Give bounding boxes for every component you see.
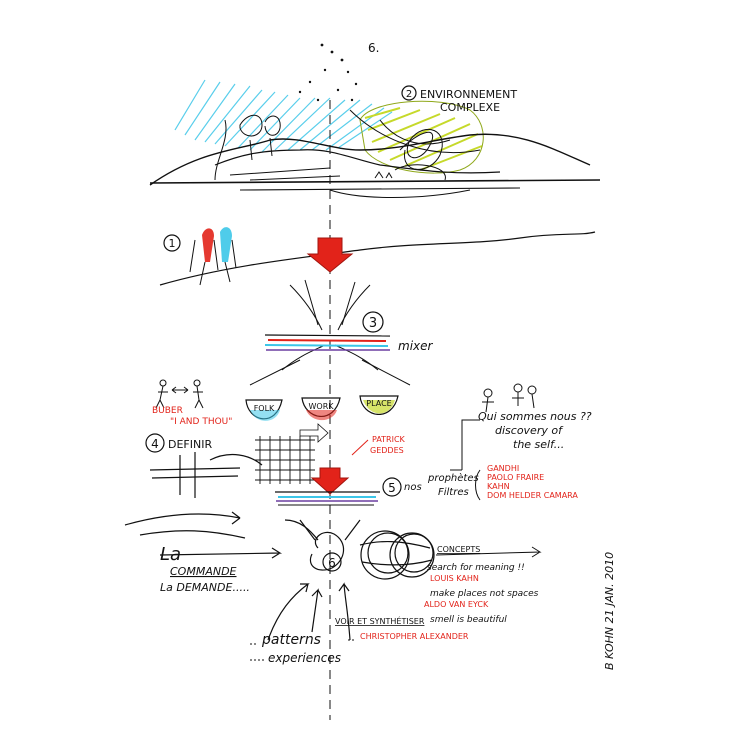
down-arrow-red-1 [306, 237, 354, 273]
question-line-2: discovery of [495, 424, 564, 437]
vegetation-outline [359, 100, 484, 174]
definition-cross-sketch [149, 452, 263, 498]
voir-synthetiser: VOIR ET SYNTHÉTISER [335, 615, 425, 626]
question-line-3: the self... [513, 438, 564, 451]
step-1-number: 1 [169, 237, 176, 250]
step-6-circle [322, 552, 342, 572]
cup-work-label: WORK [308, 402, 334, 411]
step-5-circle [382, 477, 402, 497]
concepts-line-1: search for meaning !! [427, 563, 525, 573]
concepts-title: CONCEPTS [437, 545, 480, 554]
sky-dots [298, 43, 358, 102]
environment-line-2: COMPLEXE [440, 101, 500, 114]
top-number: 6. [368, 41, 379, 55]
mixer-label: mixer [398, 339, 434, 353]
vegetation-hatch [364, 107, 483, 171]
water-strokes [229, 167, 471, 198]
patterns-author: CHRISTOPHER ALEXANDER [360, 632, 469, 641]
prophets-word: prophètes [427, 472, 479, 484]
step-1-circle [163, 234, 181, 252]
boundary-line [159, 231, 596, 286]
concepts-line-2: make places not spaces [430, 589, 539, 599]
tree-scribble [349, 109, 481, 181]
prophet-3: KAHN [487, 482, 510, 491]
patterns-word: patterns [261, 632, 321, 648]
step-3-circle [362, 311, 384, 333]
boats [374, 171, 393, 179]
concepts-arrow [435, 546, 542, 558]
prophets-filtres: Filtres [438, 487, 469, 498]
concept-loops [309, 530, 435, 580]
commande-arrows [124, 511, 319, 559]
funnel-lines [249, 279, 411, 386]
prophet-1: GANDHI [487, 464, 519, 473]
step-4-circle [145, 433, 165, 453]
prophet-2: PAOLO FRAIRE [487, 473, 544, 482]
concepts-author-1: LOUIS KAHN [430, 574, 479, 583]
person-cyan [220, 227, 232, 262]
mixer-bands [264, 334, 391, 351]
definition-label: DEFINIR [168, 438, 212, 451]
step-2-circle [401, 85, 417, 101]
signature: B KOHN 21 JAN. 2010 [603, 552, 616, 670]
commande-la: La [160, 544, 181, 565]
commande-word: COMMANDE [170, 565, 237, 578]
cup-place-label: PLACE [366, 399, 391, 408]
person-red [202, 228, 214, 262]
step-4-number: 4 [151, 437, 159, 451]
left-trees [214, 114, 281, 181]
down-arrow-red-2 [310, 467, 350, 495]
step-3-number: 3 [369, 316, 377, 331]
mountain-ridge [149, 133, 591, 186]
geddes-pointer [351, 439, 369, 456]
patterns-dots [250, 639, 356, 645]
sky-hatch [174, 79, 393, 153]
buber-figures [155, 379, 204, 409]
geddes-last: GEDDES [370, 446, 404, 455]
step-6-number: 6 [328, 556, 336, 570]
prophets-bracket [450, 419, 480, 471]
cups [245, 395, 399, 421]
horizon-line [149, 179, 601, 184]
step-5-number: 5 [388, 481, 396, 495]
grid-arrow [299, 423, 329, 443]
environment-sketch [149, 43, 601, 198]
horizon-line-2 [239, 187, 521, 191]
step-2-number: 2 [406, 89, 412, 100]
prophets-brace [475, 469, 481, 501]
question-figures [482, 383, 537, 413]
geddes-first: PATRICK [372, 435, 406, 444]
upward-arrows [267, 519, 361, 641]
environment-line-1: ENVIRONNEMENT [420, 88, 517, 101]
mountain-mid [214, 149, 501, 174]
concepts-author-2: ALDO VAN EYCK [424, 600, 489, 609]
commande-demande: La DEMANDE..... [160, 581, 250, 594]
people-group [189, 227, 237, 286]
buber-name: BUBER [152, 406, 183, 416]
question-line-1: Qui sommes nous ?? [478, 410, 592, 423]
definition-grid [255, 436, 315, 484]
buber-quote: "I AND THOU" [170, 417, 232, 427]
cup-folk-label: FOLK [254, 404, 275, 413]
prophets-nos: nos [404, 482, 422, 493]
prophet-4: DOM HELDER CAMARA [487, 491, 578, 500]
concepts-line-3: smell is beautiful [430, 615, 507, 625]
experiences-word: experiences [268, 651, 341, 665]
filter-bands [275, 491, 380, 506]
